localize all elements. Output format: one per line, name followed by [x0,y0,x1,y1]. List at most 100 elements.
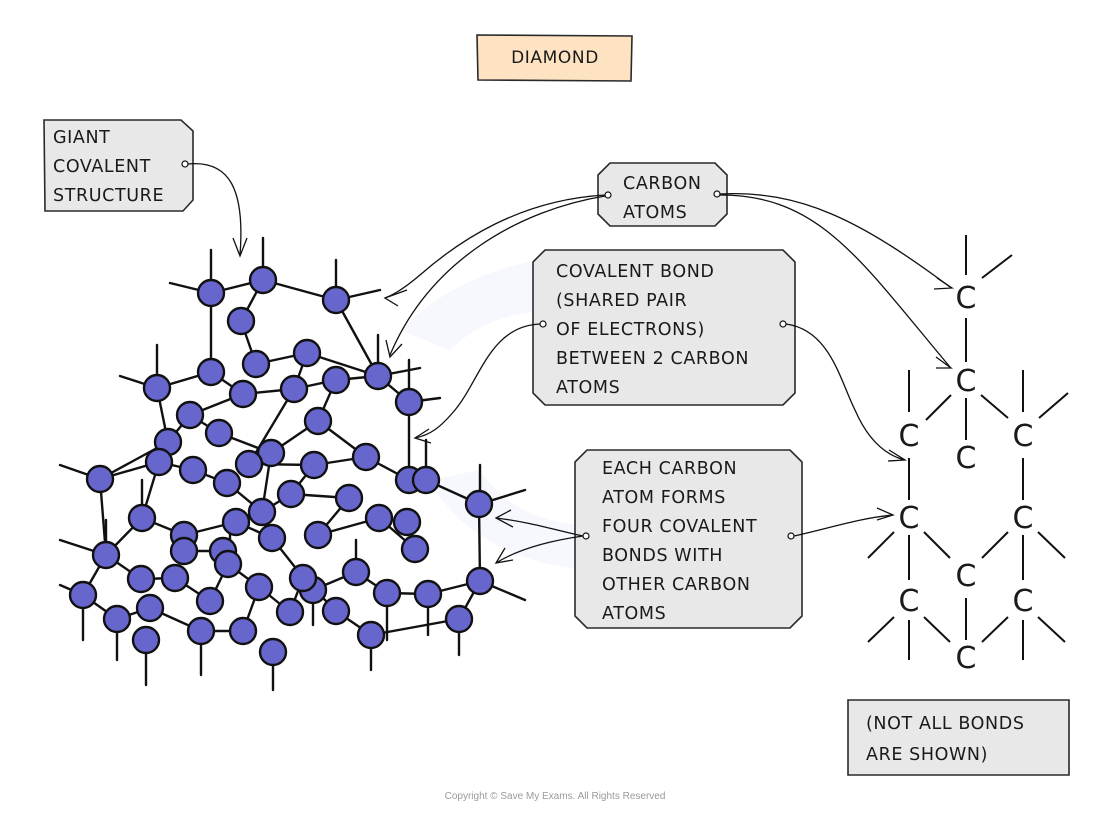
carbon-atom [169,536,199,566]
connector-dot [582,532,590,540]
carbon-atom [186,616,216,646]
label-line: BETWEEN 2 CARBON [556,349,749,369]
carbon-atom [321,365,351,395]
label-line: ATOM FORMS [602,488,726,508]
carbon-atom [292,338,322,368]
structural-bond-line [980,394,1009,419]
label-line: ATOMS [556,378,620,398]
carbon-atom [411,465,441,495]
carbon-atom [221,507,251,537]
carbon-atom [279,374,309,404]
carbon-symbol: C [956,281,977,316]
carbon-symbol: C [899,501,920,536]
label-line: (SHARED PAIR [556,291,687,311]
carbon-atom [341,557,371,587]
structural-bond-line [1037,616,1066,643]
connector-dot [713,190,721,198]
label-line: ARE SHOWN) [866,745,988,765]
label-line: OF ELECTRONS) [556,320,705,340]
carbon-atom [142,373,172,403]
carbon-atom [247,497,277,527]
label-line: BONDS WITH [602,546,723,566]
arrow-giant-to-lattice [187,163,248,258]
carbon-atom [131,625,161,655]
carbon-atom [102,604,132,634]
carbon-atom [248,265,278,295]
carbon-atom [196,278,226,308]
carbon-atom [413,579,443,609]
connector-dot [539,320,547,328]
carbon-atom [195,586,225,616]
structural-bond-line [1037,531,1066,559]
carbon-symbol: C [956,441,977,476]
carbon-atom [144,447,174,477]
structural-bond-line [867,531,895,559]
carbon-atom [275,597,305,627]
carbon-symbol: C [956,559,977,594]
structural-bond-line [923,616,951,643]
carbon-atom [372,578,402,608]
connector-dot [787,532,795,540]
connector-dot [181,160,189,168]
carbon-atom [228,379,258,409]
carbon-atom [394,387,424,417]
label-line: ATOMS [623,203,687,223]
carbon-atom [91,540,121,570]
carbon-symbol: C [956,641,977,676]
carbon-symbol: C [899,419,920,454]
carbon-atom [257,523,287,553]
label-not-all-bonds: (NOT ALL BONDS ARE SHOWN) [847,699,1070,776]
carbon-symbol: C [1013,501,1034,536]
carbon-atom [135,593,165,623]
label-line: ATOMS [602,604,666,624]
structural-bond-line [981,616,1009,643]
carbon-atom [351,442,381,472]
carbon-atom [234,449,264,479]
carbon-atom [303,520,333,550]
arrows-covalent-bond [413,323,908,462]
carbon-atom [392,507,422,537]
carbon-symbol: C [956,364,977,399]
label-line: COVALENT BOND [556,262,715,282]
carbon-atom [364,503,394,533]
carbon-atom [465,566,495,596]
label-line: (NOT ALL BONDS [866,714,1025,734]
carbon-symbol: C [1013,419,1034,454]
label-line: CARBON [623,174,702,194]
arrows-each-carbon [494,507,895,564]
diagram-title: DIAMOND [511,48,599,68]
carbon-atom [334,483,364,513]
label-carbon-atoms: CARBON ATOMS [597,162,728,227]
title-box: DIAMOND [476,34,633,82]
label-line: COVALENT [53,157,151,177]
carbon-atom [241,349,271,379]
carbon-atom [258,637,288,667]
label-line: GIANT [53,128,110,148]
carbon-atom [244,572,274,602]
carbon-atom [175,400,205,430]
carbon-atom [213,549,243,579]
copyright-text: Copyright © Save My Exams. All Rights Re… [445,791,666,802]
carbon-symbol: C [899,584,920,619]
label-covalent-bond: COVALENT BOND (SHARED PAIR OF ELECTRONS)… [532,249,796,406]
carbon-atom [299,450,329,480]
structural-bond-line [1038,392,1069,419]
carbon-atom [256,438,286,468]
label-line: FOUR COVALENT [602,517,757,537]
carbon-atom [85,464,115,494]
carbon-atom [400,534,430,564]
carbon-atom [321,285,351,315]
carbon-atom [196,357,226,387]
carbon-atom [226,306,256,336]
carbon-symbol: C [1013,584,1034,619]
carbon-atom [363,361,393,391]
connector-dot [779,320,787,328]
label-each-carbon: EACH CARBON ATOM FORMS FOUR COVALENT BON… [574,449,803,629]
carbon-atom [204,418,234,448]
structural-formula: C C C C C C C C C C C [867,235,1069,676]
covalent-bond-line [369,617,461,637]
label-giant-covalent-structure: GIANT COVALENT STRUCTURE [43,119,194,212]
carbon-atom [464,489,494,519]
carbon-atom [288,563,318,593]
carbon-atom [127,503,157,533]
